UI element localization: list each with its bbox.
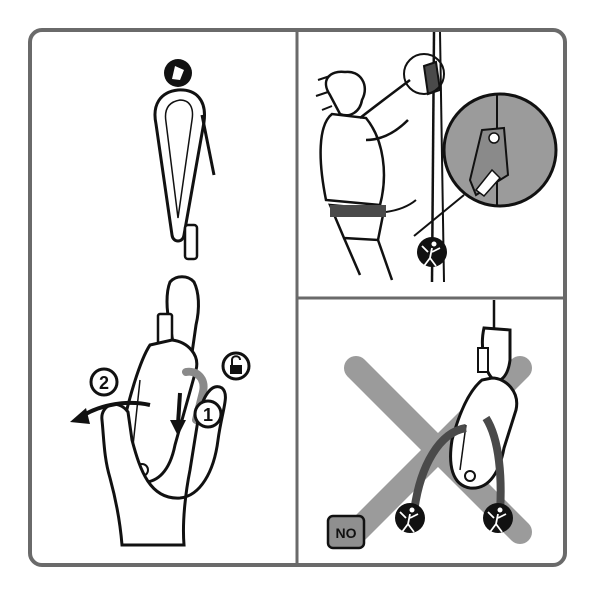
climber-icon <box>417 237 447 267</box>
step-one-label: 1 <box>203 405 213 425</box>
no-badge-label: NO <box>336 525 357 541</box>
carabiner-gate-icon <box>164 59 192 87</box>
push-arrow <box>178 393 180 424</box>
no-badge: NO <box>328 516 364 548</box>
step-one-badge: 1 <box>195 401 221 427</box>
step-two-label: 2 <box>99 373 109 393</box>
climber-icon-right <box>483 503 513 533</box>
climber-icon-left <box>395 503 425 533</box>
magnified-detail <box>444 94 556 206</box>
step-two-badge: 2 <box>91 369 117 395</box>
unlock-icon <box>223 353 249 379</box>
